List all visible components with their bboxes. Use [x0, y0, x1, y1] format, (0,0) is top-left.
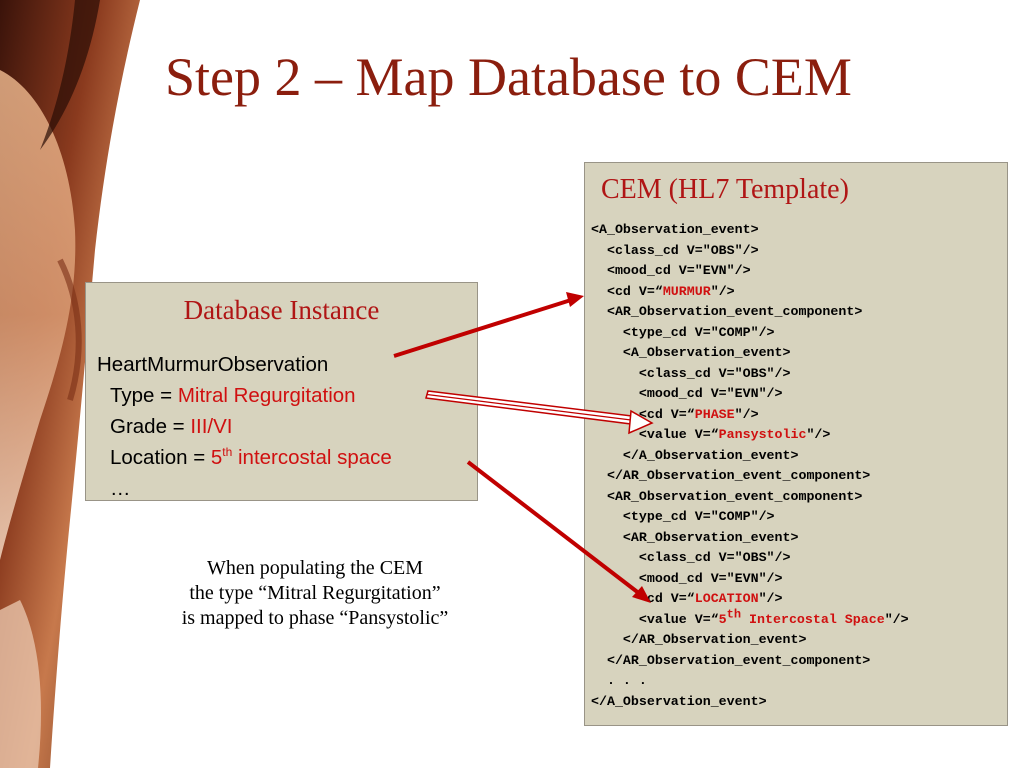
type-value: Mitral Regurgitation — [177, 384, 356, 407]
cem-code-text: "/> — [710, 283, 735, 299]
slide-title: Step 2 – Map Database to CEM — [165, 47, 852, 107]
cem-code-line: <value V=“5th Intercostal Space"/> — [591, 607, 909, 631]
location-value-superscript: th — [222, 445, 233, 460]
type-label: Type = — [110, 384, 178, 407]
cem-code-line: </AR_Observation_event_component> — [591, 468, 871, 483]
cem-code-line: <mood_cd V="EVN"/> — [591, 263, 751, 278]
cem-code-text: "/> — [884, 611, 909, 627]
cem-code-line: <value V=“Pansystolic"/> — [591, 425, 909, 446]
arrow-location-to-location — [466, 460, 651, 603]
grade-label: Grade = — [110, 415, 191, 438]
cem-code-highlight: Intercostal Space — [741, 611, 885, 627]
cem-code-line: <A_Observation_event> — [591, 345, 791, 360]
ellipsis: … — [110, 477, 131, 500]
cem-code-line: <type_cd V="COMP"/> — [591, 509, 775, 524]
arrow-type-to-phase — [425, 390, 654, 435]
cem-code-line: <AR_Observation_event_component> — [591, 488, 863, 504]
cem-template-box: CEM (HL7 Template) <A_Observation_event>… — [584, 162, 1008, 726]
cem-code-line: <A_Observation_event> — [591, 222, 759, 237]
cem-code-highlight: Pansystolic — [718, 427, 807, 442]
arrow-object-to-murmur — [393, 292, 584, 358]
cem-code-text: "/> — [734, 406, 759, 422]
cem-code-text: <value V=“ — [591, 611, 719, 627]
database-instance-heading: Database Instance — [183, 295, 380, 325]
cem-code-line: <class_cd V="OBS"/> — [591, 550, 791, 565]
cem-code-line: <mood_cd V="EVN"/> — [591, 570, 783, 586]
caption-line: is mapped to phase “Pansystolic” — [181, 607, 449, 629]
caption-line: the type “Mitral Regurgitation” — [189, 582, 441, 604]
cem-code-line: </AR_Observation_event> — [591, 632, 807, 647]
location-row: Location = 5th intercostal space — [97, 442, 392, 473]
grade-value: III/VI — [190, 415, 233, 438]
location-label: Location = — [110, 446, 211, 469]
database-instance-fields: HeartMurmurObservation Type = Mitral Reg… — [97, 349, 392, 504]
cem-code-text: <cd V=“ — [591, 283, 663, 299]
cem-heading: CEM (HL7 Template) — [601, 174, 849, 205]
type-row: Type = Mitral Regurgitation — [97, 380, 392, 411]
cem-code-line: <class_cd V="OBS"/> — [591, 365, 791, 381]
cem-code-line: <mood_cd V="EVN"/> — [591, 386, 783, 401]
canyon-rock-image — [0, 0, 140, 768]
cem-code-line: <cd V=“LOCATION"/> — [591, 589, 909, 610]
location-value-number: 5 — [210, 446, 223, 469]
cem-code-text: <cd V=“ — [591, 406, 695, 422]
cem-code-line: <AR_Observation_event> — [591, 529, 799, 545]
cem-code-text: <value V=“ — [591, 427, 719, 442]
cem-code-line: . . . — [591, 673, 647, 688]
cem-code-line: <class_cd V="OBS"/> — [591, 242, 759, 258]
caption-line: When populating the CEM — [206, 557, 424, 579]
cem-code-line: <AR_Observation_event_component> — [591, 304, 863, 319]
object-name: HeartMurmurObservation — [97, 353, 329, 376]
cem-code-line: <type_cd V="COMP"/> — [591, 324, 775, 340]
cem-code-highlight: 5 — [718, 611, 727, 627]
cem-code-line: </A_Observation_event> — [591, 447, 799, 463]
cem-code-text: "/> — [806, 427, 831, 442]
cem-code-line: <cd V=“MURMUR"/> — [591, 282, 909, 303]
cem-code-line: <cd V=“PHASE"/> — [591, 405, 909, 426]
grade-row: Grade = III/VI — [97, 411, 392, 442]
cem-code-highlight: PHASE — [694, 406, 735, 422]
cem-code-highlight: LOCATION — [694, 591, 759, 606]
cem-code-listing: <A_Observation_event> <class_cd V="OBS"/… — [591, 220, 909, 712]
mapping-caption: When populating the CEM the type “Mitral… — [115, 556, 515, 631]
cem-code-line: </AR_Observation_event_component> — [591, 652, 871, 668]
cem-code-text: "/> — [758, 591, 783, 606]
cem-code-line: </A_Observation_event> — [591, 693, 767, 709]
database-instance-box: Database Instance HeartMurmurObservation… — [85, 282, 478, 501]
location-value-text: intercostal space — [232, 446, 392, 469]
cem-code-highlight: MURMUR — [662, 283, 711, 299]
cem-code-highlight: th — [726, 607, 742, 622]
